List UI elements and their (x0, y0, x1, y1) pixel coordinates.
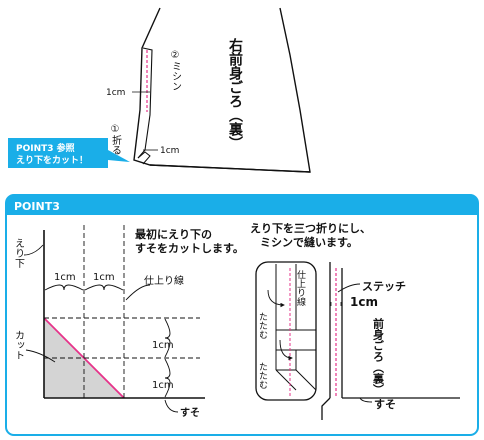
fold-diagram: えり下を三つ折りにし、 ミシンで縫います。 仕上り線 たたむ たたむ (250, 221, 460, 420)
step1-label: ①折る (110, 124, 122, 155)
stitch-width-label: 1cm (350, 295, 378, 309)
cut-label: カット (13, 330, 24, 360)
front-body-label: 前身ごろ（裏） (372, 317, 386, 395)
point3-panel: POINT3 1cm 1cm 1cm 1cm (5, 194, 479, 436)
finish-line-label-left: 仕上り線 (144, 274, 184, 287)
finish-line-label-right: 仕上り線 (295, 269, 306, 306)
point3-header: POINT3 (14, 200, 60, 213)
cut-caption-line1: 最初にえり下の (135, 227, 212, 241)
point-reference-badge (8, 138, 108, 168)
fold-caption-line1: えり下を三つ折りにし、 (250, 221, 371, 235)
dimension-left-2: 1cm (93, 272, 115, 283)
dimension-1cm-upper: 1cm (106, 88, 125, 98)
top-garment-illustration: 右前身ごろ（裏） ②ミシン 1cm ①折る 1cm POINT3 参照 えり下を… (8, 7, 311, 173)
point-reference-line2: えり下をカット！ (16, 155, 88, 166)
dimension-1cm-lower: 1cm (160, 146, 179, 156)
dimension-left-1: 1cm (54, 272, 76, 283)
dimension-left-4: 1cm (152, 380, 174, 391)
eri-shita-label: えり下 (13, 238, 25, 269)
fold-label-lower: たたむ (257, 362, 268, 389)
fold-label-left: たたむ (257, 312, 268, 339)
dimension-left-3: 1cm (152, 340, 174, 351)
stitch-label: ステッチ (362, 280, 406, 293)
point-reference-line1: POINT3 参照 (16, 142, 75, 154)
suso-label-left: すそ (180, 407, 200, 419)
suso-label-right: すそ (374, 398, 396, 411)
garment-title: 右前身ごろ（裏） (227, 37, 244, 150)
step2-label: ②ミシン (170, 50, 181, 91)
cut-caption-line2: すそをカットします。 (135, 242, 244, 255)
fold-detail-box (255, 261, 317, 401)
point3-header-bar (6, 195, 478, 215)
cut-diagram: 1cm 1cm 1cm 1cm 仕上り線 えり下 カット すそ 最初にえり下の … (13, 225, 244, 419)
fold-caption-line2: ミシンで縫います。 (260, 235, 358, 249)
